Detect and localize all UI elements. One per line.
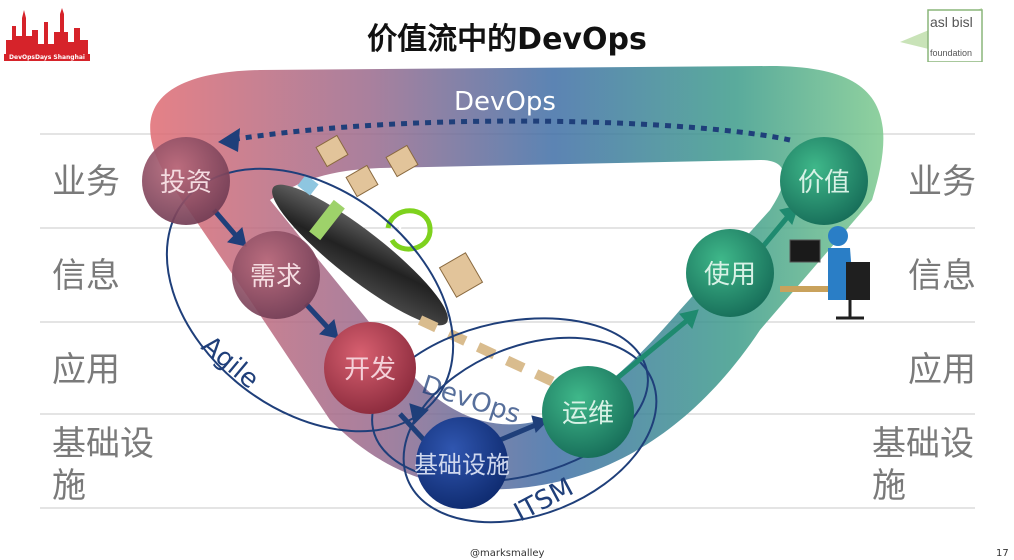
node-value-label: 价值 <box>798 168 850 198</box>
agile-label: Agile <box>196 330 265 395</box>
node-development: 开发 <box>324 322 416 414</box>
band-label: DevOps <box>454 87 556 117</box>
row-label-application-left: 应用 <box>52 350 120 390</box>
row-label-business-right: 业务 <box>908 162 976 202</box>
row-label-business-left: 业务 <box>52 162 120 202</box>
row-label-information-right: 信息 <box>908 256 976 296</box>
node-requirements: 需求 <box>232 231 320 319</box>
feedback-arrowhead <box>218 128 240 152</box>
node-infrastructure-label: 基础设施 <box>414 451 510 479</box>
backlog-cards <box>297 134 484 298</box>
row-label-application-right: 应用 <box>908 350 976 390</box>
sprint-cycle-icon <box>385 208 433 252</box>
row-label-information-left: 信息 <box>52 256 120 296</box>
slide-title: 价值流中的DevOps <box>367 22 647 57</box>
node-value: 价值 <box>780 137 868 225</box>
node-operations-label: 运维 <box>562 399 614 429</box>
itsm-ellipse <box>402 336 658 524</box>
sprint-label: 2-4 WEEKS <box>394 184 426 231</box>
flow-arrows <box>212 205 799 443</box>
author-handle: @marksmalley <box>470 548 545 559</box>
page-number: 17 <box>996 548 1009 559</box>
node-infrastructure: 基础设施 <box>414 417 510 509</box>
node-use: 使用 <box>686 229 774 317</box>
devopsdays-logo: DevOpsDays Shanghai <box>4 6 90 64</box>
node-requirements-label: 需求 <box>250 262 302 292</box>
sprint-disk <box>272 184 448 326</box>
feedback-arrow <box>229 118 791 143</box>
release-path <box>417 315 563 390</box>
asl-bisl-triangle-icon <box>900 8 983 63</box>
logo-line1: asl bisl <box>930 14 973 30</box>
asl-bisl-logo: asl bisl foundation <box>900 4 988 63</box>
row-label-infrastructure-right-2: 施 <box>872 466 906 506</box>
node-operations: 运维 <box>542 366 634 458</box>
logo-line2: foundation <box>930 48 973 58</box>
logo-caption: DevOpsDays Shanghai <box>4 54 90 61</box>
node-use-label: 使用 <box>704 260 756 290</box>
row-label-infrastructure-right-1: 基础设 <box>872 424 974 464</box>
row-label-infrastructure-left-1: 基础设 <box>52 424 154 464</box>
row-label-infrastructure-left-2: 施 <box>52 466 86 506</box>
node-invest-label: 投资 <box>160 168 212 198</box>
node-invest: 投资 <box>142 137 230 225</box>
node-development-label: 开发 <box>344 355 396 385</box>
user-at-desk-icon <box>780 226 870 320</box>
